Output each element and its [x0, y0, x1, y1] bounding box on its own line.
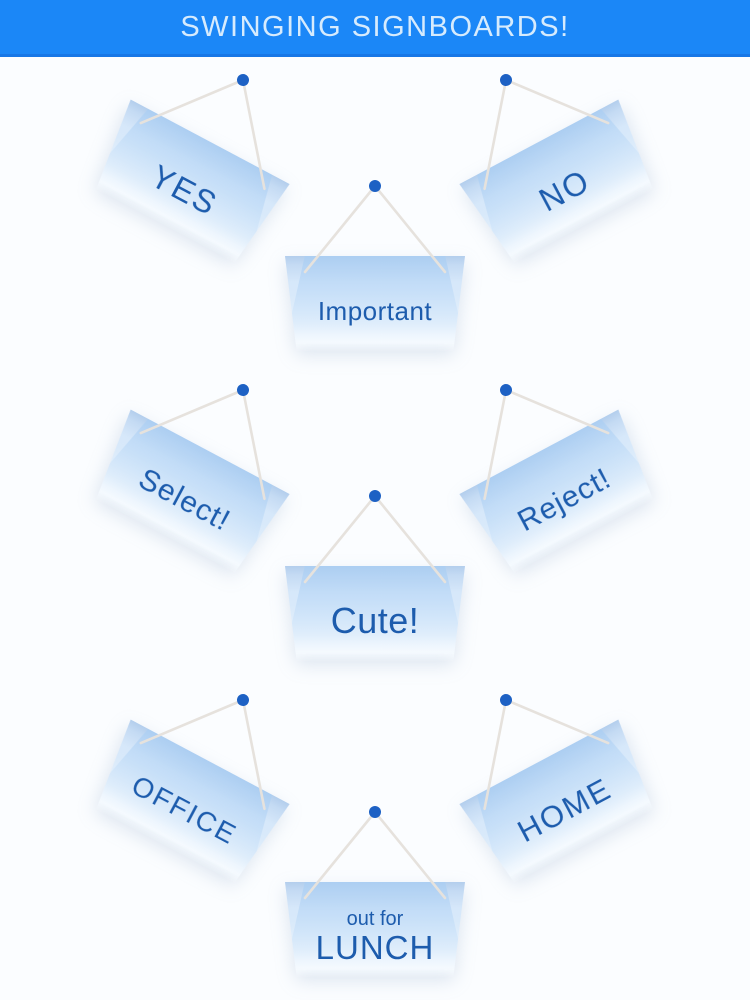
sign-label: OFFICE	[126, 769, 243, 851]
sign-plate: Select!	[86, 410, 290, 579]
signboard-important[interactable]: Important	[275, 176, 475, 376]
sign-plate: YES	[86, 100, 290, 269]
sign-plate: HOME	[459, 720, 663, 889]
signboard-cute[interactable]: Cute!	[275, 486, 475, 686]
sign-label: HOME	[511, 770, 618, 850]
sign-label: Important	[317, 295, 433, 326]
sign-label-main: LUNCH	[315, 928, 435, 966]
sign-label: YES	[145, 157, 224, 223]
sign-plate: Reject!	[459, 410, 663, 579]
plate-shadow: out for LUNCH	[275, 802, 475, 1000]
sign-label: Reject!	[512, 461, 617, 539]
sign-plate: OFFICE	[86, 720, 290, 889]
signboard-lunch[interactable]: out for LUNCH	[275, 802, 475, 1000]
plate-shadow: Important	[275, 176, 475, 376]
sign-plate: NO	[459, 100, 663, 269]
hanger-pin-icon	[369, 806, 381, 818]
hanger-pin-icon	[369, 490, 381, 502]
page-title: SWINGING SIGNBOARDS!	[180, 10, 570, 43]
sign-label: out for LUNCH	[316, 908, 435, 966]
sign-label: Select!	[133, 462, 236, 538]
sign-plate: out for LUNCH	[285, 882, 465, 978]
sign-plate: Important	[285, 256, 465, 352]
sign-label: Cute!	[330, 600, 420, 641]
sign-label-top: out for	[346, 907, 404, 930]
hanger-pin-icon	[369, 180, 381, 192]
sign-label: NO	[533, 161, 596, 219]
sign-plate: Cute!	[285, 566, 465, 662]
plate-shadow: Cute!	[275, 486, 475, 686]
page-header: SWINGING SIGNBOARDS!	[0, 0, 750, 57]
